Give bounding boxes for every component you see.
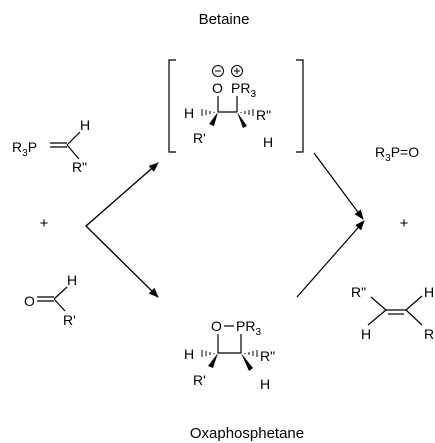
betaine-o-label: O [212, 80, 223, 96]
arrow-connector-left [85, 162, 159, 298]
betaine-plus-charge-icon [231, 65, 243, 77]
betaine-minus-charge-icon [212, 65, 224, 77]
ylide-structure: R3P H R" [12, 117, 90, 175]
oxaphosphetane-h-low-label: H [260, 376, 270, 392]
phosphine-oxide-label: R3P=O [375, 144, 419, 164]
aldehyde-o-label: O [24, 293, 35, 309]
aldehyde-bond-r [53, 298, 66, 312]
alkene-bond-r-top [370, 296, 387, 311]
ylide-h-label: H [80, 117, 90, 133]
oxaphosphetane-structure: O PR3 H R" R' H [184, 318, 275, 392]
aldehyde-bond-h [53, 286, 68, 300]
arrow-oxaphosphetane-to-products [296, 220, 365, 298]
oxaphosphetane-hashed-wedge-left [201, 350, 215, 357]
alkene-r-low-label: R [424, 326, 434, 342]
oxaphosphetane-solid-wedge-left [208, 353, 218, 368]
plus-sign-left: + [40, 215, 49, 232]
betaine-hashed-wedge-right [240, 109, 254, 116]
aldehyde-structure: O H R' [24, 272, 77, 328]
oxaphosphetane-r-right-label: R" [260, 348, 275, 364]
plus-sign-right: + [400, 215, 409, 232]
ylide-bond-r [66, 144, 80, 160]
alkene-h-low-label: H [361, 326, 371, 342]
arrow-betaine-to-products [313, 152, 364, 220]
alkene-bond-h-low [367, 309, 387, 326]
betaine-hashed-wedge-left [201, 109, 215, 116]
ylide-r-label: R" [72, 159, 87, 175]
arrow-to-betaine [85, 162, 159, 227]
ylide-r: R [12, 139, 22, 155]
oxaphosphetane-hashed-wedge-right [244, 350, 258, 357]
alkene-bond-h-top [405, 295, 423, 311]
betaine-right-bracket [296, 59, 304, 153]
oxaphosphetane-solid-wedge-right [241, 353, 253, 371]
betaine-solid-wedge-left [209, 112, 218, 126]
betaine-pr3-label: PR3 [231, 80, 256, 100]
betaine-title: Betaine [199, 11, 250, 28]
betaine-solid-wedge-right [237, 112, 247, 128]
arrow-to-oxaphosphetane [85, 225, 159, 298]
ylide-bond-h [66, 131, 81, 146]
ylide-phosphorus-label: R3P [12, 139, 37, 159]
betaine-structure: O PR3 H R" R' H [168, 59, 304, 153]
ylide-subscript: 3 [22, 148, 28, 159]
oxaphosphetane-r-low-label: R' [193, 372, 206, 388]
oxaphosphetane-pr3-label: PR3 [236, 318, 261, 338]
betaine-r-low-label: R' [193, 130, 206, 146]
betaine-h-left-label: H [184, 105, 194, 121]
betaine-r-right-label: R" [256, 107, 271, 123]
alkene-structure: R" H H R [351, 284, 434, 342]
betaine-left-bracket [168, 59, 176, 153]
aldehyde-h-label: H [67, 272, 77, 288]
oxaphosphetane-o-label: O [211, 318, 222, 334]
aldehyde-r-label: R' [63, 312, 76, 328]
oxaphosphetane-h-left-label: H [184, 346, 194, 362]
betaine-h-low-label: H [263, 134, 273, 150]
alkene-r-top-label: R" [351, 284, 366, 300]
oxaphosphetane-title: Oxaphosphetane [190, 425, 304, 442]
alkene-h-top-label: H [424, 284, 434, 300]
ylide-p: P [28, 139, 37, 155]
alkene-bond-r-low [405, 309, 423, 326]
